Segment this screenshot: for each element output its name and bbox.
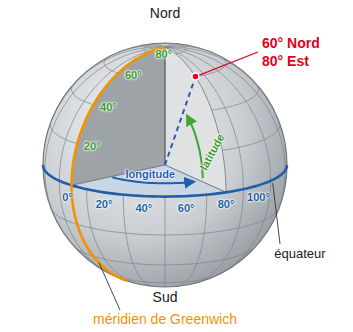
coordinate-label: 60° Nord [262, 36, 320, 51]
meridian-label: méridien de Greenwich [93, 312, 237, 327]
greenwich-plane [72, 47, 165, 185]
position-dot [192, 73, 199, 80]
pole-label: Sud [153, 290, 178, 305]
latitude-number: 60° [125, 69, 142, 81]
longitude-number: 20° [96, 198, 113, 210]
longitude-number: 60° [178, 202, 195, 214]
graticule [45, 43, 285, 287]
latitude-number: 20° [84, 140, 101, 152]
pole-label: Nord [150, 6, 180, 21]
longitude-number: 80° [218, 198, 235, 210]
leader-line [99, 263, 120, 310]
leader-line [196, 52, 259, 77]
latitude-number: 80° [155, 48, 172, 60]
leader-line [273, 183, 280, 244]
greenwich-meridian [72, 47, 165, 281]
equator-label: équateur [274, 247, 325, 261]
coordinate-label: 80° Est [262, 54, 309, 69]
longitude-number: 40° [135, 202, 152, 214]
longitude-number: 100° [247, 191, 270, 203]
longitude-number: 0° [62, 191, 73, 203]
latitude-number: 40° [100, 101, 117, 113]
earth-axis [165, 47, 166, 165]
latitude-arrow [187, 116, 203, 178]
position-radius [165, 77, 196, 165]
latitude-label: latitude [197, 132, 226, 172]
longitude-label: longitude [126, 168, 176, 180]
globe-sphere [43, 43, 287, 287]
